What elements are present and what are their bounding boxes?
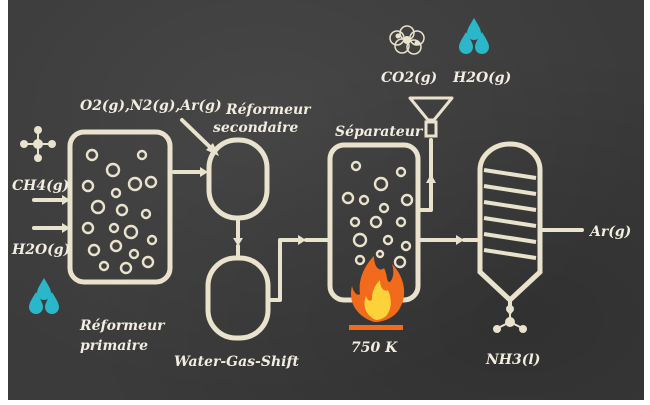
primary-reformer-vessel: [67, 129, 173, 285]
secondary-reformer-label-line1: Réformeur: [225, 102, 312, 118]
condenser-vessel: [477, 141, 543, 314]
flame-icon: [350, 256, 405, 322]
water-drops-icon: [459, 18, 489, 54]
secondary-reformer-vessel: [206, 137, 270, 221]
methane-molecule-icon: [20, 126, 56, 162]
co2-label: CO2(g): [381, 70, 437, 86]
burner-bar: [349, 325, 403, 330]
water-outlet-label: H2O(g): [452, 70, 511, 86]
pipe-separator-to-condenser: [418, 235, 482, 245]
temperature-label: 750 K: [351, 340, 398, 356]
methane-label: CH4(g): [12, 178, 69, 194]
water-gas-shift-label: Water-Gas-Shift: [174, 354, 299, 370]
pipe-secondary-to-wgs: [233, 218, 243, 260]
primary-inlet-pipes: [32, 195, 70, 233]
ammonia-molecule-icon: [493, 305, 527, 333]
secondary-reformer-label-line2: secondaire: [213, 120, 298, 136]
pipe-primary-to-secondary: [172, 167, 208, 177]
diagram-canvas: O2(g),N2(g),Ar(g) CH4(g) H2O(g) Réformeu…: [11, 18, 631, 370]
argon-label: Ar(g): [588, 224, 631, 240]
pipe-wgs-to-separator: [268, 235, 332, 302]
process-diagram: O2(g),N2(g),Ar(g) CH4(g) H2O(g) Réformeu…: [8, 0, 644, 400]
ammonia-label: NH3(l): [485, 352, 540, 368]
water-gas-shift-vessel: [205, 255, 271, 341]
primary-reformer-label-line2: primaire: [80, 338, 148, 354]
separator-vent-pipe: [408, 96, 454, 212]
primary-reformer-bubbles: [81, 148, 158, 275]
water-inlet-label: H2O(g): [11, 242, 70, 258]
inlet-gases-label: O2(g),N2(g),Ar(g): [80, 98, 222, 114]
water-drops-icon: [29, 278, 59, 314]
co2-molecule-icon: [389, 25, 425, 55]
separator-bubbles: [341, 160, 414, 269]
primary-reformer-label-line1: Réformeur: [79, 318, 166, 334]
separator-label: Séparateur: [335, 124, 424, 140]
